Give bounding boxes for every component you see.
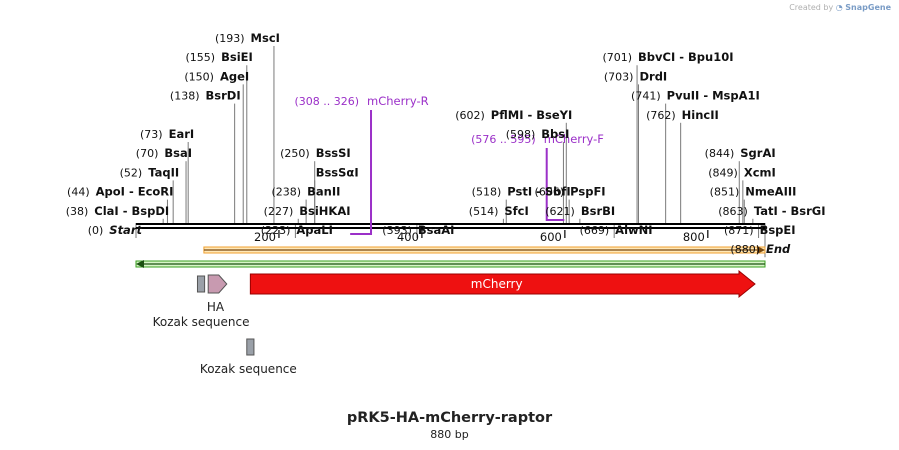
site-position: (703) xyxy=(604,70,634,83)
kozak-label: Kozak sequence xyxy=(200,362,297,376)
site-position: (741) xyxy=(631,90,661,103)
site-position: (602) xyxy=(455,109,485,122)
orange-feature-arrowhead xyxy=(757,246,765,254)
primer-name: mCherry-F xyxy=(544,132,604,146)
site-name: BsaAI xyxy=(418,223,455,237)
site-position: (73) xyxy=(140,128,163,141)
site-position: (0) xyxy=(88,224,104,237)
plasmid-length: 880 bp xyxy=(430,428,469,441)
tick-label: 400 xyxy=(397,230,419,244)
site-position: (621) xyxy=(545,205,575,218)
site-name: BanII xyxy=(307,185,340,199)
kozak-box xyxy=(196,275,206,293)
site-lines xyxy=(135,46,766,258)
site-name: BbsI xyxy=(541,127,569,141)
site-position: (227) xyxy=(264,205,294,218)
site-position: (851) xyxy=(710,186,740,199)
primers: (308 .. 326) mCherry-R (576 .. 595) mCherry… xyxy=(294,94,604,235)
site-name: AlwNI xyxy=(615,223,652,237)
watermark-brand: SnapGene xyxy=(845,3,891,12)
site-position: (223) xyxy=(261,224,291,237)
site-name: SfcI xyxy=(504,204,528,218)
snapgene-logo-icon: ◔ xyxy=(835,3,843,12)
site-name: AgeI xyxy=(220,69,249,83)
green-feature-arrowhead xyxy=(136,260,144,268)
watermark-prefix: Created by xyxy=(789,3,834,12)
mcherry-cds-arrow xyxy=(249,269,756,299)
site-position: (880) xyxy=(730,243,760,256)
ruler-ticks: 200 400 600 800 xyxy=(254,230,709,244)
site-name: BsaI xyxy=(164,146,192,160)
site-position: (393) xyxy=(382,224,412,237)
site-name: EarI xyxy=(169,127,195,141)
site-position: (598) xyxy=(506,128,536,141)
site-name: DrdI xyxy=(639,69,667,83)
site-name: SgrAI xyxy=(740,146,775,160)
site-position: (871) xyxy=(724,224,754,237)
site-name: BssSI xyxy=(316,146,351,160)
site-name: Start xyxy=(109,223,142,237)
site-name: MscI xyxy=(251,31,280,45)
site-position: (606) xyxy=(535,186,565,199)
site-position: (849) xyxy=(708,166,738,179)
primer-name: mCherry-R xyxy=(367,94,429,108)
site-labels: MscI (193) BsiEI (155) AgeI (150) BsrDI (138) Ea… xyxy=(66,31,826,256)
site-position: (70) xyxy=(136,147,159,160)
site-position: (250) xyxy=(280,147,310,160)
primer-arrow xyxy=(545,148,565,221)
site-name: TatI - BsrGI xyxy=(754,204,826,218)
site-position: (514) xyxy=(469,205,499,218)
site-name: ClaI - BspDI xyxy=(94,204,169,218)
snapgene-watermark: Created by ◔ SnapGene xyxy=(789,3,891,12)
kozak-label: Kozak sequence xyxy=(153,315,250,329)
dna-backbone xyxy=(136,223,765,229)
site-position: (844) xyxy=(705,147,735,160)
site-position: (44) xyxy=(67,186,90,199)
site-position: (669) xyxy=(580,224,610,237)
site-name: HincII xyxy=(682,108,719,122)
site-name: PvuII - MspA1I xyxy=(667,89,760,103)
site-position: (701) xyxy=(602,51,632,64)
site-name: BsrBI xyxy=(581,204,615,218)
site-name: ApaLI xyxy=(296,223,333,237)
site-position: (38) xyxy=(66,205,89,218)
ha-tag-arrow xyxy=(207,274,228,294)
site-name: NmeAIII xyxy=(745,185,796,199)
site-position: (238) xyxy=(272,186,302,199)
tick-label: 200 xyxy=(254,230,276,244)
site-name: PstI - SbfI xyxy=(507,185,570,199)
tick-label: 800 xyxy=(683,230,705,244)
site-name: BsiHKAI xyxy=(299,204,350,218)
primer-range: (576 .. 595) xyxy=(471,133,536,146)
site-position: (193) xyxy=(215,32,245,45)
site-name: PflMI - BseYI xyxy=(491,108,572,122)
site-position: (155) xyxy=(186,51,216,64)
site-position: (863) xyxy=(718,205,748,218)
site-name: PspFI xyxy=(570,185,605,199)
tick-label: 600 xyxy=(540,230,562,244)
site-name: BspEI xyxy=(760,223,796,237)
site-position: (762) xyxy=(646,109,676,122)
primer-arrow xyxy=(350,110,373,235)
site-name: BbvCI - Bpu10I xyxy=(638,50,733,64)
site-position: (52) xyxy=(120,166,143,179)
primer-range: (308 .. 326) xyxy=(294,95,359,108)
site-name: BsrDI xyxy=(206,89,241,103)
site-name: XcmI xyxy=(744,165,776,179)
site-name: ApoI - EcoRI xyxy=(96,185,174,199)
site-name: TaqII xyxy=(148,165,179,179)
site-name: BssSαI xyxy=(316,165,359,179)
site-position: (150) xyxy=(184,70,214,83)
site-position: (138) xyxy=(170,90,200,103)
ha-tag-label: HA xyxy=(207,300,225,314)
site-position: (518) xyxy=(472,186,502,199)
mcherry-label: mCherry xyxy=(471,277,523,291)
site-name: BsiEI xyxy=(221,50,253,64)
site-name: End xyxy=(766,242,791,256)
kozak-box xyxy=(246,338,255,356)
plasmid-title: pRK5-HA-mCherry-raptor xyxy=(346,410,553,426)
